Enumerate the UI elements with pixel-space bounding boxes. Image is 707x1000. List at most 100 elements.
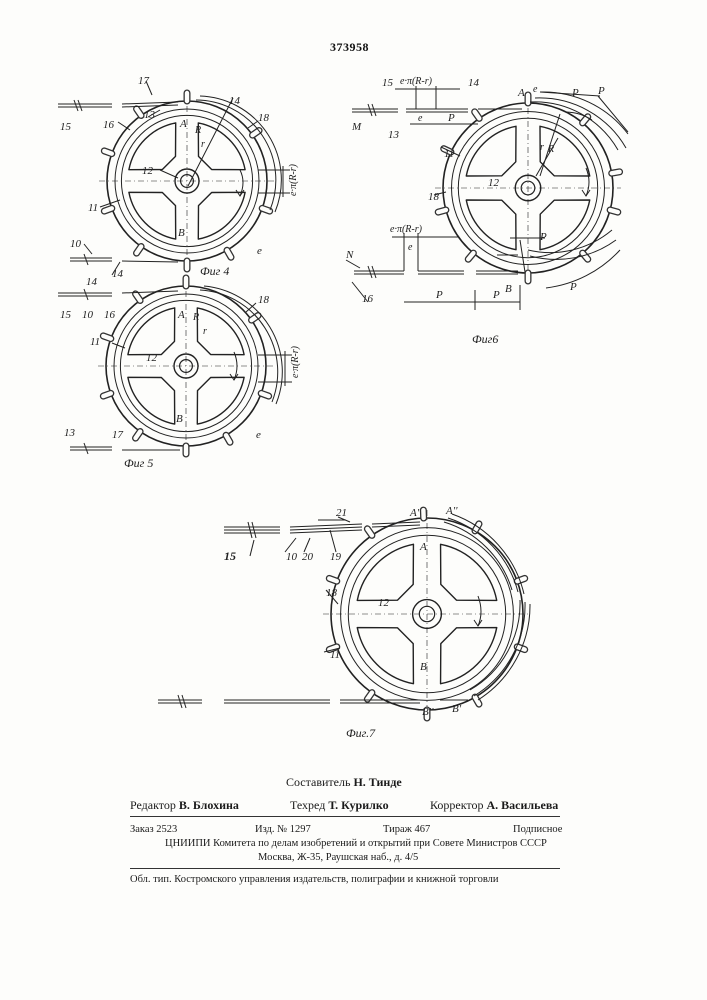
fig4-label-13: 13 bbox=[144, 109, 156, 121]
corrector-name: А. Васильева bbox=[487, 798, 559, 812]
fig7-caption: Фиг.7 bbox=[346, 726, 376, 740]
fig5-label-e: e bbox=[256, 429, 261, 441]
fig6-label-n: N bbox=[345, 249, 354, 261]
fig6-label-15: 15 bbox=[382, 77, 394, 89]
fig7-label-b2: B'' bbox=[422, 706, 434, 718]
fig4-wheel-tooth-inner bbox=[104, 151, 112, 154]
fig7-label-b: B bbox=[420, 661, 427, 673]
fig7-label-a1: A' bbox=[409, 507, 420, 519]
fig4-label-b: B bbox=[178, 227, 185, 239]
fig7-label-a2: A'' bbox=[445, 505, 458, 517]
fig7-label-21: 21 bbox=[336, 507, 347, 519]
fig6-wheel-tooth-inner bbox=[438, 210, 446, 212]
fig6-label-11: 11 bbox=[444, 148, 454, 160]
publisher-organization: ЦНИИПИ Комитета по делам изобретений и о… bbox=[165, 838, 547, 849]
fig7-label-b1: B' bbox=[452, 703, 462, 715]
fig6-label-e2: e bbox=[418, 113, 423, 124]
fig4-label-e: e bbox=[257, 245, 262, 257]
editor-line: Редактор В. Блохина bbox=[130, 798, 239, 813]
fig5-label-b: B bbox=[176, 413, 183, 425]
fig5-label-16: 16 bbox=[104, 309, 116, 321]
fig7-label-20: 20 bbox=[302, 551, 314, 563]
fig7-wheel-tooth-inner bbox=[329, 578, 337, 581]
fig6-label-e3: e bbox=[408, 242, 413, 253]
order-number: Заказ 2523 bbox=[130, 824, 177, 835]
fig4-label-14b: 14 bbox=[112, 268, 124, 280]
compiler-line: Составитель Н. Тинде bbox=[286, 775, 402, 790]
fig4-label-14: 14 bbox=[229, 95, 241, 107]
editor-label: Редактор bbox=[130, 798, 176, 812]
fig5-label-10: 10 bbox=[82, 309, 94, 321]
corrector-line: Корректор А. Васильева bbox=[430, 798, 558, 813]
fig7-wheel bbox=[323, 510, 531, 718]
techred-name: Т. Курилко bbox=[328, 798, 388, 812]
fig5-label-r-big: R bbox=[192, 312, 199, 323]
fig5-label-15: 15 bbox=[60, 309, 72, 321]
fig7-label-15: 15 bbox=[224, 549, 236, 563]
fig5-formula: e·π(R-r) bbox=[290, 345, 301, 378]
fig5-label-a: A bbox=[177, 309, 185, 321]
fig5-label-14: 14 bbox=[86, 276, 98, 288]
compiler-label: Составитель bbox=[286, 775, 350, 789]
fig4-wheel-tooth-inner bbox=[262, 208, 270, 211]
fig5-wheel-tooth-inner bbox=[103, 336, 111, 339]
fig6-label-a: A bbox=[517, 87, 525, 99]
fig6-wheel-tooth-inner bbox=[612, 172, 620, 173]
fig4-label-a: A bbox=[179, 118, 187, 130]
subscription-note: Подписное bbox=[513, 824, 562, 835]
fig4-label-16: 16 bbox=[103, 119, 115, 131]
fig6-wheel bbox=[435, 95, 621, 281]
fig7-annotations bbox=[158, 514, 530, 708]
fig5-wheel-tooth-inner bbox=[261, 393, 269, 396]
fig6-label-r-small: r bbox=[540, 142, 544, 153]
fig6-caption: Фиг6 bbox=[472, 332, 498, 346]
fig5-label-r-small: r bbox=[203, 326, 207, 337]
fig7-label-a: A bbox=[419, 541, 427, 553]
fig6-label-18: 18 bbox=[428, 191, 440, 203]
fig6-label-12: 12 bbox=[488, 177, 500, 189]
fig7-label-10: 10 bbox=[286, 551, 298, 563]
fig6-label-p6: P bbox=[539, 231, 547, 243]
fig6-label-e1: e bbox=[533, 84, 538, 95]
fig7-label-11: 11 bbox=[330, 649, 340, 661]
fig4-formula: e·π(R-r) bbox=[288, 163, 299, 196]
fig5-label-12: 12 bbox=[146, 352, 158, 364]
fig6-label-13: 13 bbox=[388, 129, 400, 141]
techred-label: Техред bbox=[290, 798, 325, 812]
fig6-label-p3: P bbox=[597, 85, 605, 97]
techred-line: Техред Т. Курилко bbox=[290, 798, 389, 813]
fig6-wheel-tooth-inner bbox=[610, 210, 618, 212]
fig4-label-17: 17 bbox=[138, 75, 150, 87]
imprint-divider bbox=[130, 816, 560, 817]
corrector-label: Корректор bbox=[430, 798, 484, 812]
fig6-formula-bottom: e·π(R-r) bbox=[390, 224, 423, 235]
publication-number: Изд. № 1297 bbox=[255, 824, 311, 835]
fig6-label-p2: P bbox=[571, 87, 579, 99]
fig4-label-10: 10 bbox=[70, 238, 82, 250]
fig5-caption: Фиг 5 bbox=[124, 456, 153, 470]
fig6-label-p7: P bbox=[569, 281, 577, 293]
fig7-label-18: 18 bbox=[326, 587, 338, 599]
fig6-label-r-big: R bbox=[547, 144, 554, 155]
fig4-label-18: 18 bbox=[258, 112, 270, 124]
fig6-label-p5: P bbox=[492, 289, 500, 301]
fig6-label-p4: P bbox=[435, 289, 443, 301]
fig5-wheel-tooth-inner bbox=[103, 393, 111, 396]
printing-house: Обл. тип. Костромского управления издате… bbox=[130, 874, 499, 885]
fig7-wheel-tooth-inner bbox=[517, 578, 525, 581]
imprint-divider-bottom bbox=[130, 868, 560, 869]
fig5-label-18: 18 bbox=[258, 294, 270, 306]
fig5-wheel bbox=[98, 278, 274, 454]
fig6-label-p1: P bbox=[447, 112, 455, 124]
fig4-caption: Фиг 4 bbox=[200, 264, 229, 278]
fig4-label-r-big: R bbox=[194, 125, 201, 136]
fig4-label-r-small: r bbox=[201, 139, 205, 150]
fig5-label-11: 11 bbox=[90, 336, 100, 348]
fig4-label-15: 15 bbox=[60, 121, 72, 133]
fig4-wheel-tooth-inner bbox=[104, 208, 112, 211]
fig7-label-19: 19 bbox=[330, 551, 342, 563]
publisher-address: Москва, Ж-35, Раушская наб., д. 4/5 bbox=[258, 852, 418, 863]
editor-name: В. Блохина bbox=[179, 798, 239, 812]
fig6-label-m: M bbox=[351, 121, 362, 133]
